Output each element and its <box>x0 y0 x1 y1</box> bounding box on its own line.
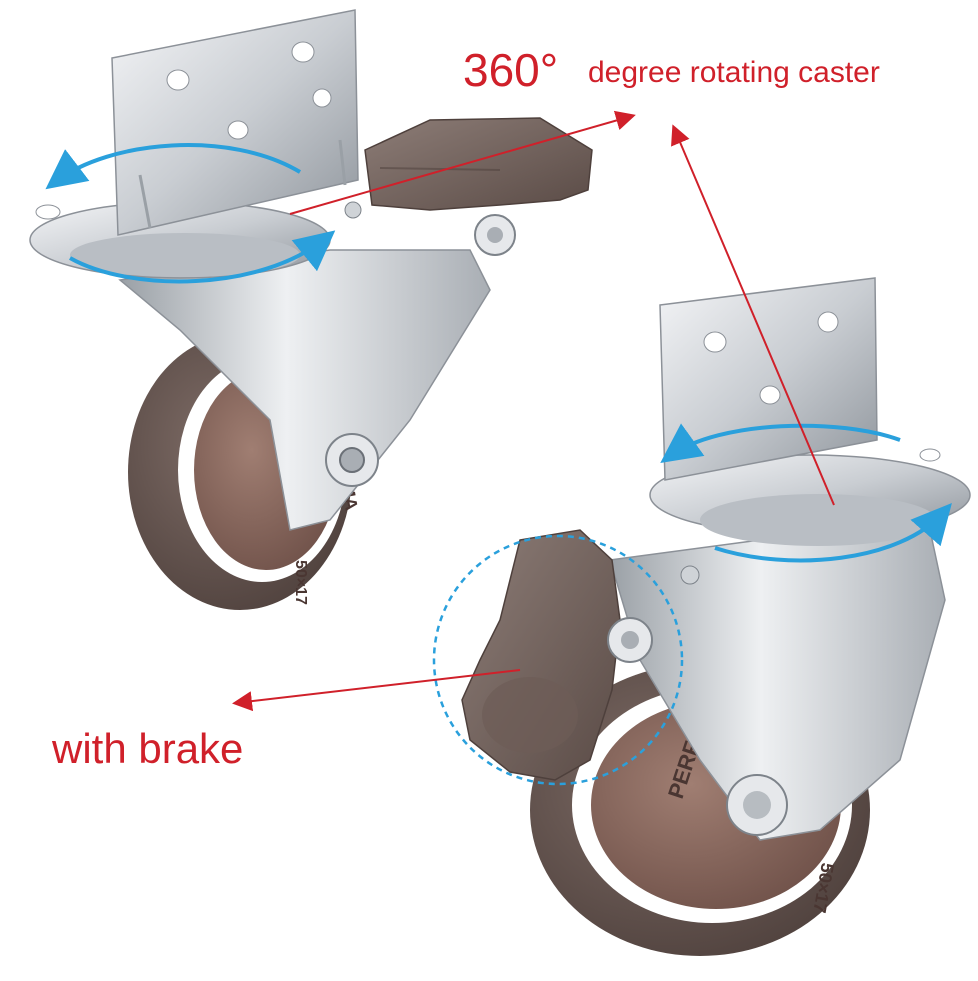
wheel-size-text: 50×17 <box>292 560 309 605</box>
rotation-arrow-icon <box>45 143 302 190</box>
caster-bottom-right: PERFORMA 50×17 <box>432 277 971 956</box>
rotation-degrees-label: 360° <box>463 44 559 96</box>
brake-pedal-top-left <box>364 117 593 211</box>
brake-pedal-bottom-right <box>461 529 621 781</box>
callout-arrow-icon <box>289 110 636 215</box>
callout-arrow-icon <box>232 669 521 712</box>
rotation-arrow-icon <box>714 503 952 563</box>
dashed-highlight-circle <box>432 534 684 786</box>
caster-top-left: PERFORMA 50×17 <box>29 9 593 610</box>
rotation-arrow-icon <box>69 230 336 284</box>
rotation-description-label: degree rotating caster <box>588 56 880 89</box>
callout-arrow-icon <box>671 124 835 506</box>
brake-label: with brake <box>52 725 244 772</box>
rotation-arrow-icon <box>660 423 901 464</box>
